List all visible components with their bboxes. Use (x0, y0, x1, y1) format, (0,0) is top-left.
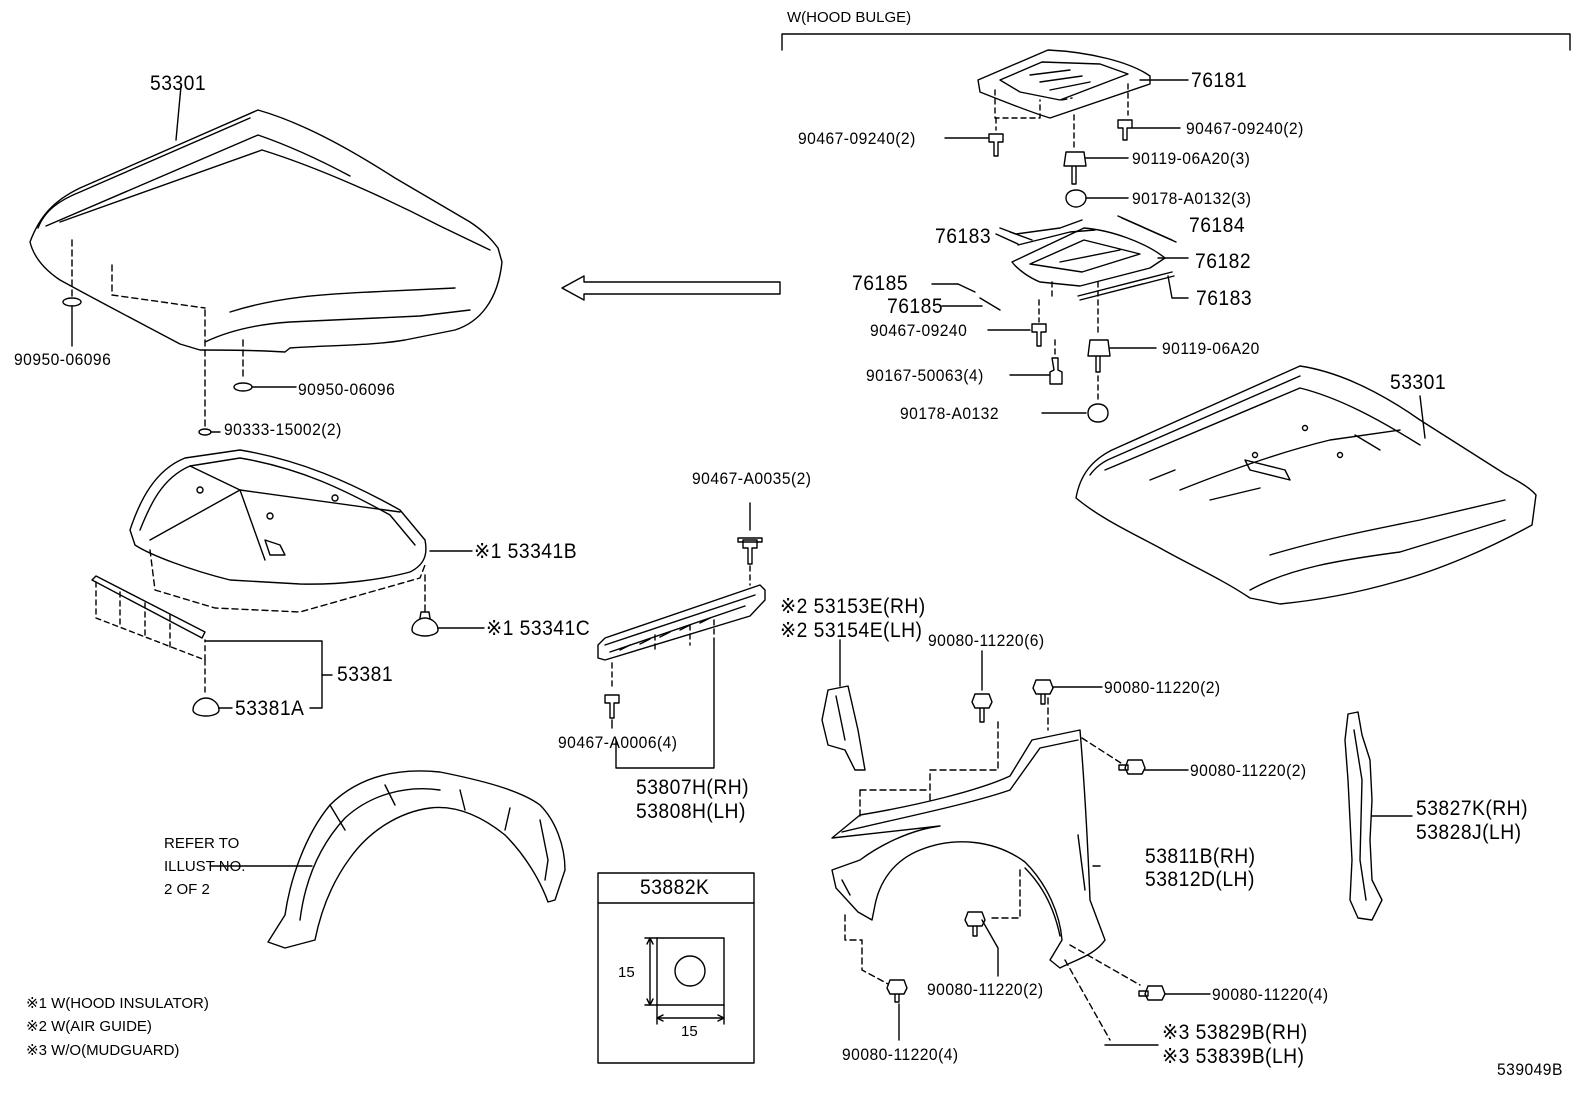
part-label-washer-3: 90178-A0132(3) (1132, 189, 1252, 208)
hood-insulator-shape (129, 449, 427, 613)
part-label-clip-a0006: 90467-A0006(4) (558, 733, 678, 752)
footnote-1: ※1 W(HOOD INSULATOR) (26, 995, 209, 1012)
part-label-bolt-low4: 90080-11220(4) (1212, 985, 1329, 1004)
nut-single-shape (1087, 339, 1111, 373)
variant-bracket (781, 33, 1571, 51)
part-label-bulge: 76181 (1191, 69, 1248, 92)
fender-shape (831, 729, 1106, 969)
part-label-hood-left: 53301 (150, 72, 207, 95)
clip-single-shape (1031, 323, 1047, 347)
part-label-insulator: ※1 53341B (474, 540, 578, 563)
fender-liner-shape (267, 770, 566, 949)
washer-shape (1065, 189, 1087, 208)
part-label-bolt-top2: 90080-11220(2) (1104, 678, 1221, 697)
part-label-insulator-clip: ※1 53341C (486, 617, 591, 640)
part-label-air-guide-lh: ※2 53154E(LH) (780, 619, 923, 642)
direction-arrow (561, 275, 781, 301)
cushion-small-shape (198, 428, 212, 436)
part-label-strip-76183-bot: 76183 (1196, 287, 1253, 310)
part-label-clip-single: 90467-09240 (870, 321, 968, 340)
part-label-trim-76185-b: 76185 (887, 295, 944, 318)
part-label-nut-single: 90119-06A20 (1162, 339, 1260, 358)
part-label-air-guide-rh: ※2 53153E(RH) (780, 595, 926, 618)
diagram-id: 539049B (1497, 1060, 1563, 1079)
strip-76183-bot (1077, 271, 1173, 297)
part-label-bracket-lh: 53828J(LH) (1416, 821, 1522, 844)
washer-single-shape (1087, 403, 1109, 423)
hood-bulge-shape (977, 49, 1151, 119)
nut-shape (1063, 151, 1087, 185)
part-label-cushion-small: 90333-15002(2) (224, 420, 342, 439)
cushion-center-shape (233, 382, 253, 392)
footnote-3: ※3 W/O(MUDGUARD) (26, 1042, 180, 1059)
part-label-seal-rh: 53807H(RH) (636, 776, 750, 799)
part-label-nut-3: 90119-06A20(3) (1132, 149, 1251, 168)
hood-bulge-variant-label: W(HOOD BULGE) (787, 9, 912, 26)
bolt-shapes (886, 679, 1166, 1003)
part-label-bolt-mid2: 90080-11220(2) (1190, 761, 1307, 780)
refer-text-1: REFER TO (164, 835, 240, 852)
part-label-seal-clip: 53381A (235, 697, 305, 720)
part-label-mud-rh: ※3 53829B(RH) (1162, 1021, 1308, 1044)
footnote-2: ※2 W(AIR GUIDE) (26, 1018, 152, 1035)
cushion-left-shape (62, 297, 82, 307)
seal-clip-shape (192, 697, 220, 717)
part-label-hood-right: 53301 (1390, 371, 1447, 394)
seal-clip-a0035-shape (737, 537, 763, 565)
part-label-cushion-left: 90950-06096 (14, 350, 112, 369)
part-label-cushion-center: 90950-06096 (298, 380, 396, 399)
air-guide-shape (821, 685, 866, 771)
part-label-washer-single: 90178-A0132 (900, 404, 999, 423)
part-label-screw: 90167-50063(4) (866, 366, 984, 385)
part-label-strip-76183-top: 76183 (935, 225, 992, 248)
sticker-box-title: 53882K (640, 876, 710, 899)
insulator-clip-shape (411, 611, 439, 637)
part-label-mud-lh: ※3 53839B(LH) (1162, 1045, 1305, 1068)
hood-panel-right (1075, 365, 1537, 605)
dimension-horizontal: 15 (681, 1023, 698, 1040)
hood-seal-shape (597, 584, 766, 661)
leader-hood-left (175, 85, 182, 141)
part-label-clip-l: 90467-09240(2) (798, 129, 916, 148)
part-label-clip-a0035: 90467-A0035(2) (692, 469, 812, 488)
part-label-seal: 53381 (337, 663, 394, 686)
part-label-trim-76185-a: 76185 (852, 272, 909, 295)
part-label-bolt-top6: 90080-11220(6) (928, 631, 1045, 650)
part-label-bracket-rh: 53827K(RH) (1416, 797, 1528, 820)
part-label-panel-76182: 76182 (1195, 250, 1252, 273)
part-label-fender-rh: 53811B(RH) (1145, 845, 1256, 868)
part-label-bolt-bot4: 90080-11220(4) (842, 1045, 959, 1064)
part-label-fender-lh: 53812D(LH) (1145, 868, 1255, 891)
part-label-strip-76184: 76184 (1189, 214, 1246, 237)
part-label-seal-lh: 53808H(LH) (636, 800, 746, 823)
strip-76183-top (1017, 229, 1096, 246)
screw-shape (1049, 357, 1063, 385)
dimension-vertical: 15 (618, 964, 635, 981)
part-label-clip-r: 90467-09240(2) (1186, 119, 1304, 138)
refer-text-3: 2 OF 2 (164, 881, 210, 898)
part-label-bolt-low2: 90080-11220(2) (927, 980, 1044, 999)
seal-53381-shape (91, 575, 206, 695)
clip-left-shape (988, 133, 1004, 157)
bracket-shape (1344, 711, 1383, 921)
seal-clip-a0006-shape (604, 694, 620, 719)
hood-panel-left (29, 109, 503, 431)
sticker-box (597, 872, 755, 1064)
refer-text-2: ILLUST NO. (164, 858, 246, 875)
clip-right-shape (1117, 119, 1133, 141)
